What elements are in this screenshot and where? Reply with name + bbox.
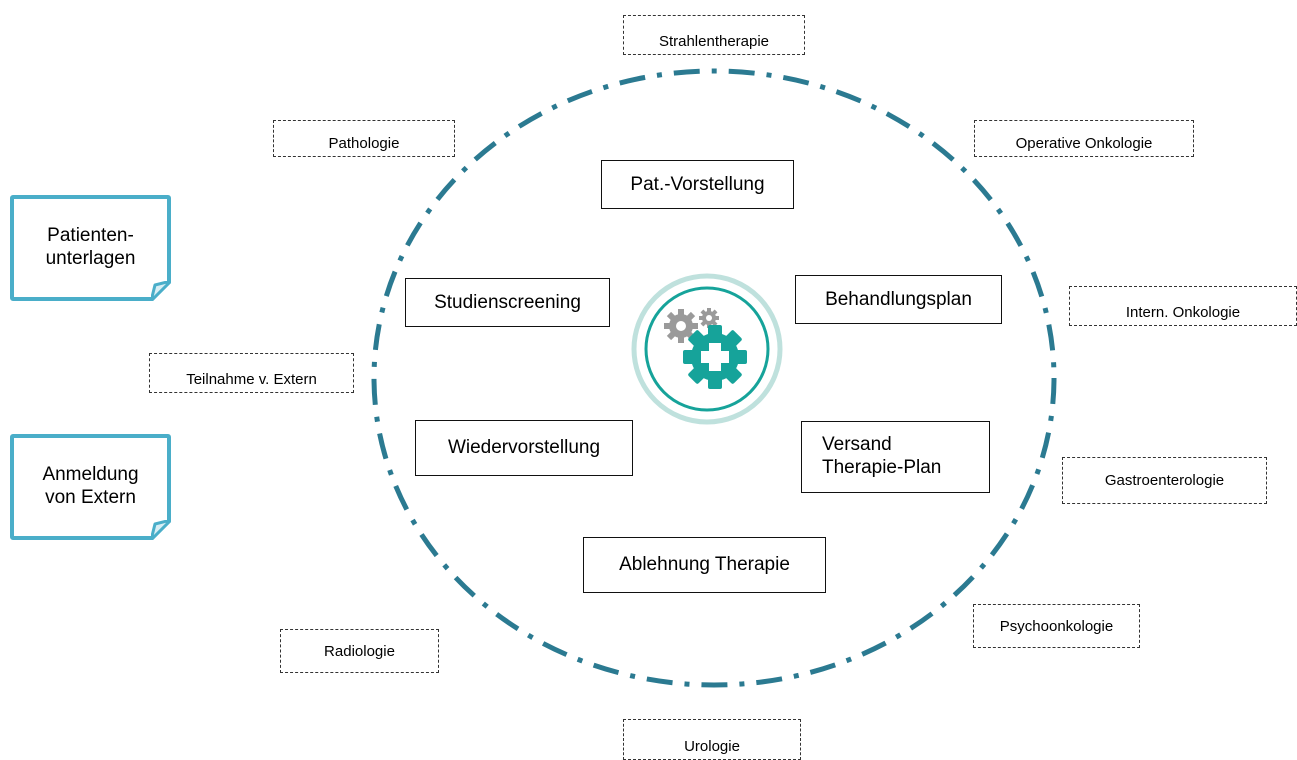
ring-dash-dot-circle [371, 68, 1057, 688]
dept-pathologie: Pathologie [273, 120, 455, 157]
hub-inner-ring [644, 286, 770, 412]
step-studienscreening: Studienscreening [405, 278, 610, 327]
step-pat-vorstellung: Pat.-Vorstellung [601, 160, 794, 209]
dept-label: Radiologie [324, 642, 395, 660]
dept-label: Pathologie [328, 135, 400, 152]
step-wiedervorstellung: Wiedervorstellung [415, 420, 633, 476]
dept-label: Urologie [684, 738, 740, 755]
step-ablehnung-therapie: Ablehnung Therapie [583, 537, 826, 593]
dept-gastroenterologie: Gastroenterologie [1062, 457, 1267, 504]
step-label-line2: Therapie-Plan [822, 457, 942, 478]
teal-gear-cross [683, 325, 747, 389]
dept-psychoonkologie: Psychoonkologie [973, 604, 1140, 648]
dept-intern-onkologie: Intern. Onkologie [1069, 286, 1297, 326]
dept-label: Operative Onkologie [1015, 135, 1153, 152]
folded-corner-icon [151, 520, 171, 540]
gray-gear-small [699, 308, 719, 328]
doc-anmeldung-von-extern: Anmeldung von Extern [10, 434, 171, 540]
step-label: Wiedervorstellung [447, 437, 601, 458]
step-behandlungsplan: Behandlungsplan [795, 275, 1002, 324]
dept-label: Intern. Onkologie [1125, 304, 1241, 321]
dept-label: Teilnahme v. Extern [186, 371, 317, 388]
step-label: Ablehnung Therapie [619, 554, 790, 575]
dept-label: Psychoonkologie [999, 617, 1114, 635]
doc-patientenunterlagen: Patienten- unterlagen [10, 195, 171, 301]
step-label: Behandlungsplan [825, 288, 972, 310]
dept-urologie: Urologie [623, 719, 801, 760]
dept-label: Gastroenterologie [1104, 472, 1225, 489]
step-label: Studienscreening [434, 291, 581, 313]
gray-gear-large [664, 309, 698, 343]
step-label: Pat.-Vorstellung [630, 173, 765, 195]
doc-label-line1: Anmeldung [42, 464, 139, 486]
step-label-line1: Versand [822, 434, 892, 456]
dept-label: Strahlentherapie [658, 33, 770, 50]
folded-corner-icon [151, 281, 171, 301]
doc-label-line1: Patienten- [47, 225, 134, 247]
dept-radiologie: Radiologie [280, 629, 439, 673]
dept-strahlentherapie: Strahlentherapie [623, 15, 805, 55]
step-versand-therapie-plan: Versand Therapie-Plan [801, 421, 990, 493]
dept-operative-onkologie: Operative Onkologie [974, 120, 1194, 157]
doc-label-line2: unterlagen [45, 248, 136, 269]
doc-label-line2: von Extern [45, 487, 136, 508]
dept-teilnahme-extern: Teilnahme v. Extern [149, 353, 354, 393]
